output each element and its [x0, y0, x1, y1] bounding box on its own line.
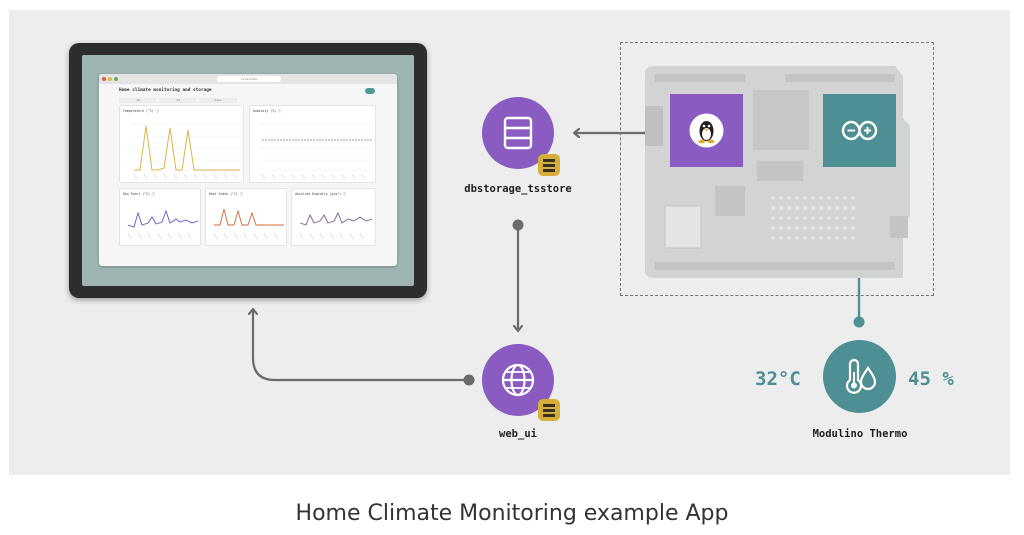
modulino-thermo-node[interactable]: [823, 340, 896, 413]
web-ui-label: web_ui: [499, 428, 537, 440]
dashboard-title: Home climate monitoring and storage: [119, 88, 212, 93]
thermometer-droplet-icon: [845, 358, 877, 394]
arduino-logo-icon: [365, 88, 375, 94]
dew-point-chart-icon: [127, 209, 199, 240]
chart-card-temperature: Temperature (°C) ⓘ: [119, 105, 244, 183]
linux-processor-node[interactable]: [670, 94, 743, 167]
chart-card-absolute-humidity: Absolute Humidity (g/m³) ⓘ: [291, 188, 376, 246]
humidity-chart-icon: [260, 123, 372, 180]
chart-card-title: Heat Index (°C) ⓘ: [209, 192, 243, 196]
modulino-thermo-label: Modulino Thermo: [812, 428, 908, 440]
humidity-readout: 45 %: [908, 368, 954, 390]
chart-card-dew-point: Dew Point (°C) ⓘ: [119, 188, 201, 246]
chart-card-title: Humidity (%) ⓘ: [253, 109, 282, 113]
tablet-screen: localhost Home climate monitoring and st…: [82, 55, 414, 286]
brick-badge-icon: [538, 154, 560, 176]
figure-caption: Home Climate Monitoring example App: [295, 501, 729, 526]
dashboard-tab-1d[interactable]: 1d: [159, 98, 197, 103]
chart-card-title: Absolute Humidity (g/m³) ⓘ: [295, 192, 347, 196]
tablet-device: localhost Home climate monitoring and st…: [69, 43, 427, 298]
globe-icon: [501, 363, 535, 397]
dbstorage-label: dbstorage_tsstore: [464, 183, 572, 195]
board-region: [620, 42, 934, 296]
database-icon: [503, 116, 533, 150]
linux-penguin-icon: [689, 113, 724, 148]
dashboard-tab-live[interactable]: Live: [199, 98, 237, 103]
browser-window: localhost Home climate monitoring and st…: [99, 74, 397, 266]
minimize-dot-icon: [108, 77, 112, 81]
edge-webui-to-tablet: [253, 310, 475, 386]
maximize-dot-icon: [114, 77, 118, 81]
url-field[interactable]: localhost: [217, 76, 281, 82]
brick-stack-icon: [543, 404, 555, 417]
chart-card-heat-index: Heat Index (°C) ⓘ: [205, 188, 287, 246]
brick-badge-icon: [538, 399, 560, 421]
absolute-humidity-chart-icon: [299, 211, 373, 240]
temperature-chart-icon: [132, 123, 240, 180]
heat-index-chart-icon: [213, 208, 284, 240]
microcontroller-node[interactable]: [823, 94, 896, 167]
edge-dbstorage-to-webui: [512, 219, 524, 331]
chart-card-humidity: Humidity (%) ⓘ: [249, 105, 376, 183]
brick-stack-icon: [543, 159, 555, 172]
chart-card-title: Dew Point (°C) ⓘ: [123, 192, 155, 196]
chart-card-title: Temperature (°C) ⓘ: [123, 109, 159, 113]
browser-toolbar: localhost: [99, 74, 397, 84]
arduino-logo-icon: [841, 120, 878, 141]
temperature-readout: 32°C: [755, 368, 801, 390]
dashboard-tab-1h[interactable]: 1h: [119, 98, 157, 103]
close-dot-icon: [102, 77, 106, 81]
